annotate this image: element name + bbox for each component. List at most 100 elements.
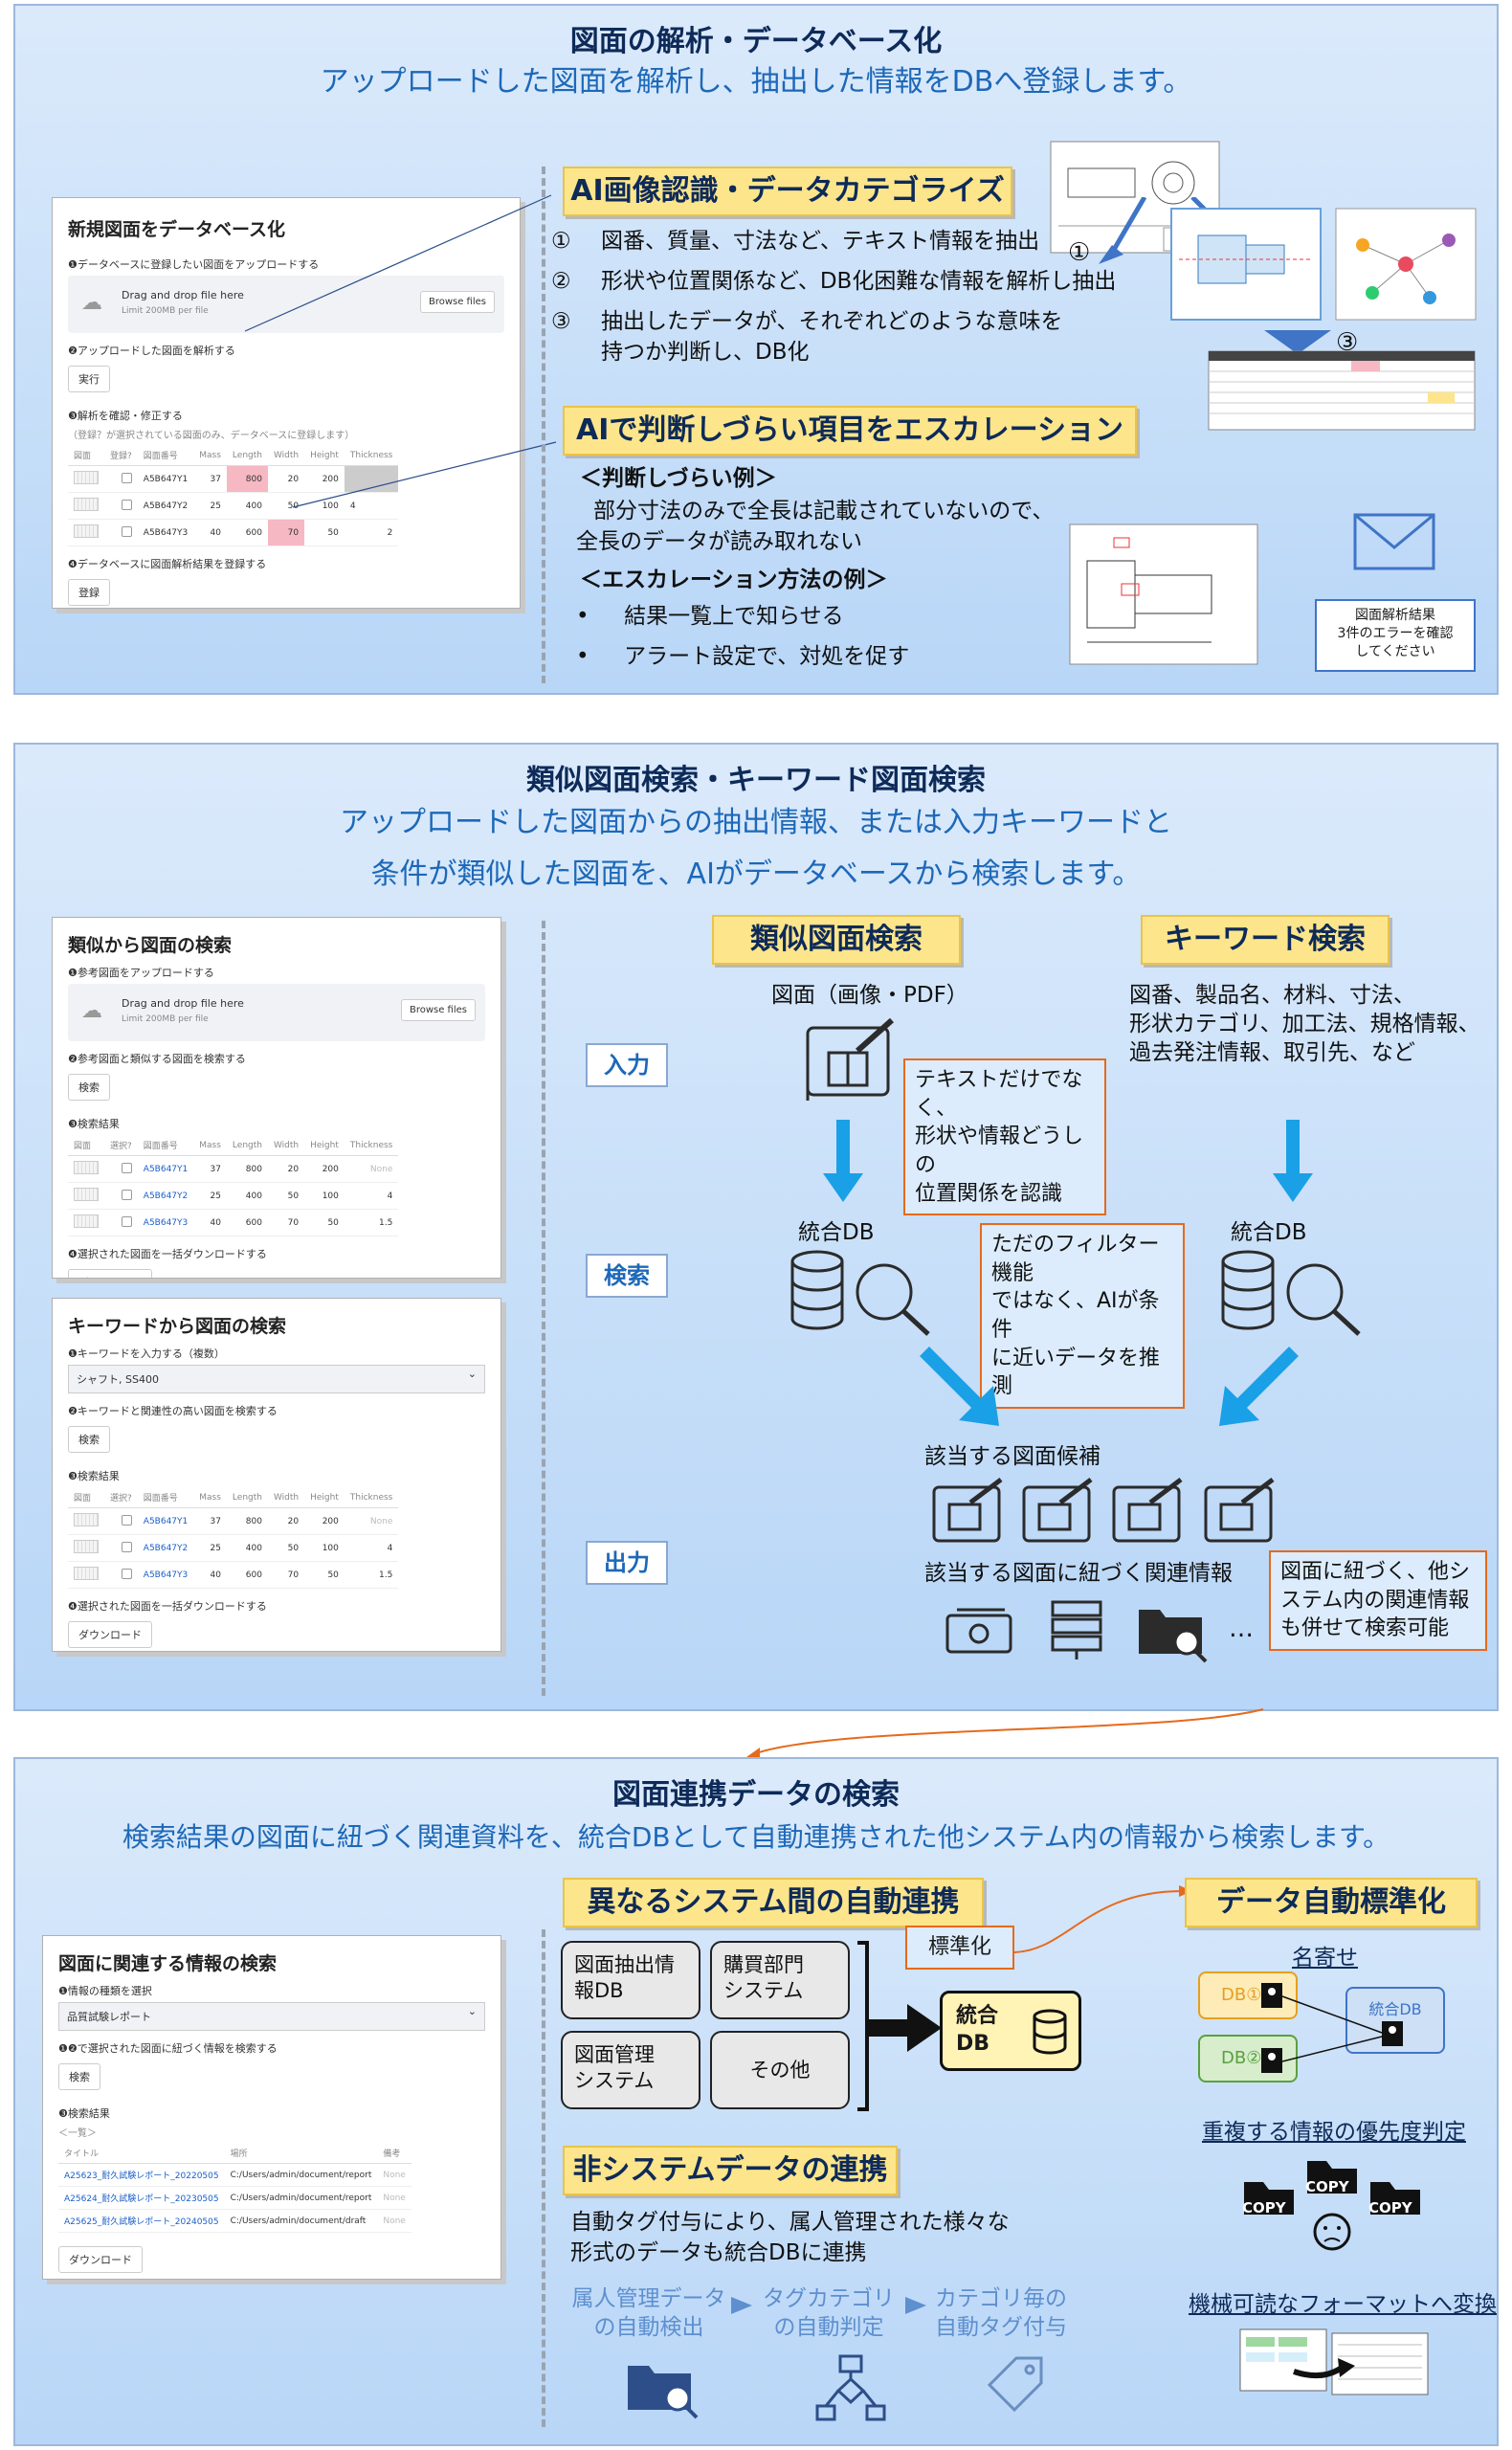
ui-step1: ❶データベースに登録したい図面をアップロードする <box>68 258 320 271</box>
label-ai-recognition: AI画像認識・データカテゴライズ <box>563 167 1012 216</box>
ui-heading: キーワードから図面の検索 <box>68 1316 287 1337</box>
label-keyword-search: キーワード検索 <box>1141 915 1390 965</box>
merge-title: 名寄せ <box>1292 1946 1358 1971</box>
ui-step4: ❹データベースに図面解析結果を登録する <box>68 558 267 570</box>
server-icon <box>1051 1600 1102 1659</box>
section1-title: 図面の解析・データベース化 <box>569 25 943 58</box>
nonsys-line2: 形式のデータも統合DBに連携 <box>570 2240 867 2265</box>
esc-line1: 部分寸法のみで全長は記載されていないので、 <box>593 499 1055 523</box>
format-title: 機械可読なフォーマットへ変換 <box>1189 2292 1497 2317</box>
register-checkbox[interactable] <box>121 499 132 510</box>
keyword-search-ui: キーワードから図面の検索 ❶キーワードを入力する（複数） シャフト, SS400… <box>52 1298 501 1652</box>
arrow-down-right <box>1273 1120 1313 1202</box>
ui-heading: 図面に関連する情報の検索 <box>58 1953 278 1974</box>
database-search-icon-right <box>1221 1250 1361 1336</box>
section3-title: 図面連携データの検索 <box>612 1778 900 1812</box>
copy-label-2: COPY <box>1305 2178 1349 2195</box>
db-table-thumbnail <box>1208 350 1476 431</box>
db-label-right: 統合DB <box>1231 1220 1307 1245</box>
divider <box>542 921 545 1696</box>
sys-box-purchasing: 購買部門システム <box>710 1941 850 2019</box>
search-button[interactable]: 検索 <box>68 1426 110 1453</box>
candidate-blueprint-icons <box>932 1478 1275 1543</box>
copy-folders-icon <box>1244 2161 1420 2251</box>
divider <box>542 1929 545 2427</box>
register-button[interactable]: 登録 <box>68 579 110 606</box>
arrow-diag-right <box>920 1347 999 1426</box>
arrow-diag-left <box>1219 1347 1299 1426</box>
register-checkbox[interactable] <box>121 525 132 537</box>
register-checkbox[interactable] <box>121 472 132 483</box>
step-a: 属人管理データの自動検出 <box>571 2286 726 2340</box>
section-linked-data: 図面連携データの検索 検索結果の図面に紐づく関連資料を、統合DBとして自動連携さ… <box>13 1757 1499 2446</box>
select-checkbox[interactable] <box>121 1215 132 1227</box>
divider <box>542 167 545 683</box>
file-dropzone[interactable]: ☁ Drag and drop file here Limit 200MB pe… <box>68 276 504 333</box>
download-button[interactable]: ダウンロード <box>68 1621 152 1648</box>
file-dropzone[interactable]: ☁ Drag and drop file here Limit 200MB pe… <box>68 984 485 1041</box>
num-1: ① <box>1068 238 1091 267</box>
label-search: 検索 <box>586 1254 668 1298</box>
note-ai-filter: ただのフィルター機能ではなく、AIが条件に近いデータを推測 <box>980 1223 1185 1410</box>
doc-link[interactable]: A25624_耐久試験レポート_20230505 <box>58 2186 225 2210</box>
browse-files-button[interactable]: Browse files <box>419 291 495 313</box>
download-button[interactable]: ダウンロード <box>58 2246 143 2273</box>
label-auto-standardize: データ自動標準化 <box>1185 1878 1478 1927</box>
merge-db-box: 統合DB <box>1345 1987 1445 2054</box>
section3-subtitle: 検索結果の図面に紐づく関連資料を、統合DBとして自動連携された他システム内の情報… <box>122 1821 1390 1853</box>
label-non-system: 非システムデータの連携 <box>563 2146 898 2195</box>
normalize-curve <box>1013 1885 1192 1953</box>
label-system-integration: 異なるシステム間の自動連携 <box>563 1878 984 1927</box>
copy-label-3: COPY <box>1368 2199 1412 2216</box>
search-button[interactable]: 検索 <box>68 1074 110 1101</box>
drawing-thumbnail-shape <box>1170 208 1322 321</box>
candidates-label: 該当する図面候補 <box>924 1444 1101 1469</box>
select-checkbox[interactable] <box>121 1162 132 1173</box>
drawing-thumbnail-escalation <box>1069 523 1258 665</box>
select-checkbox[interactable] <box>121 1541 132 1552</box>
select-checkbox[interactable] <box>121 1189 132 1200</box>
database-icon <box>1033 2009 1067 2055</box>
ellipsis: … <box>1229 1615 1254 1643</box>
ui-heading: 新規図面をデータベース化 <box>68 219 286 240</box>
merge-bracket-arrow <box>857 1941 942 2111</box>
nonsys-line1: 自動タグ付与により、属人管理された様々な <box>570 2210 1010 2235</box>
kw-input-1: 図番、製品名、材料、寸法、 <box>1129 983 1415 1008</box>
doc-link[interactable]: A25623_耐久試験レポート_20220505 <box>58 2163 225 2187</box>
doc-link[interactable]: A25625_耐久試験レポート_20240505 <box>58 2209 225 2233</box>
graph-thumbnail <box>1335 208 1477 321</box>
select-checkbox[interactable] <box>121 1568 132 1579</box>
search-button[interactable]: 検索 <box>58 2063 100 2090</box>
browse-files-button[interactable]: Browse files <box>400 999 476 1021</box>
download-button[interactable]: ダウンロード <box>68 1269 152 1278</box>
keyword-input[interactable]: シャフト, SS400 <box>68 1365 485 1393</box>
connector-lines <box>244 194 557 508</box>
db-label-left: 統合DB <box>798 1220 875 1245</box>
info-type-select[interactable]: 品質試験レポート <box>58 2002 485 2031</box>
select-checkbox[interactable] <box>121 1514 132 1526</box>
similar-input-text: 図面（画像・PDF） <box>771 983 968 1008</box>
kw-input-3: 過去発注情報、取引先、など <box>1129 1040 1415 1065</box>
related-label: 該当する図面に紐づく関連情報 <box>924 1561 1233 1586</box>
format-convert-icon <box>1239 2328 1429 2395</box>
section2-subtitle2: 条件が類似した図面を、AIがデータベースから検索します。 <box>370 858 1142 891</box>
label-output: 出力 <box>586 1541 668 1585</box>
run-button[interactable]: 実行 <box>68 366 110 392</box>
section2-title: 類似図面検索・キーワード図面検索 <box>526 764 986 797</box>
section2-subtitle1: アップロードした図面からの抽出情報、または入力キーワードと <box>340 806 1172 839</box>
priority-title: 重複する情報の優先度判定 <box>1202 2120 1466 2145</box>
label-escalation: AIで判断しづらい項目をエスカレーション <box>563 406 1137 456</box>
section1-subtitle: アップロードした図面を解析し、抽出した情報をDBへ登録します。 <box>320 65 1192 99</box>
